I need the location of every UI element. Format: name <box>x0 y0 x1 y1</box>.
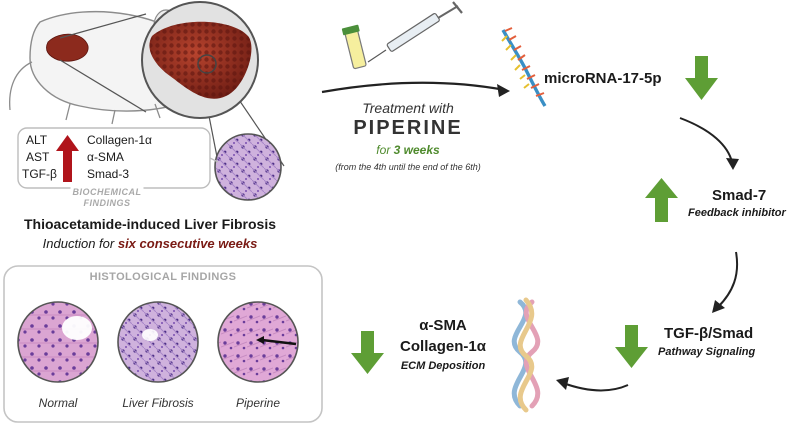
treatment-line1: Treatment with <box>362 100 454 116</box>
histology-label-fibrosis: Liver Fibrosis <box>122 396 194 410</box>
liver-magnified <box>141 1 259 119</box>
duration-prefix: for <box>376 143 394 157</box>
duration-emphasis: 3 weeks <box>393 143 440 157</box>
induction-prefix: Induction for <box>42 236 118 251</box>
treatment-drug: PIPERINE <box>353 117 463 139</box>
induction-emphasis: six consecutive weeks <box>117 236 258 251</box>
histology-normal-image <box>17 301 99 383</box>
histology-label-piperine: Piperine <box>235 396 281 410</box>
smad7-increase-arrow <box>645 178 678 222</box>
histology-title: HISTOLOGICAL FINDINGS <box>83 271 243 283</box>
treatment-arrow <box>321 81 506 94</box>
asma-label: α-SMA <box>419 317 467 334</box>
biochemical-label-2: FINDINGS <box>83 198 131 208</box>
model-induction: Induction for six consecutive weeks <box>43 236 258 251</box>
syringe-icon <box>367 1 463 63</box>
marker-alt: ALT <box>26 133 48 147</box>
biochemical-connector <box>209 157 219 163</box>
asma-decrease-arrow <box>351 331 384 374</box>
piperine-vial-icon <box>341 24 367 70</box>
histology-box <box>3 265 323 423</box>
marker-ast: AST <box>26 150 50 164</box>
pathway-arrow-1 <box>679 117 733 163</box>
histology-closeup <box>214 133 282 201</box>
histology-pointer <box>261 338 297 346</box>
ecm-label: ECM Deposition <box>400 360 486 372</box>
collagen-helix-icon <box>511 297 541 413</box>
mirna-label: microRNA-17-5p <box>544 70 662 87</box>
smad7-label: Smad-7 <box>712 187 767 204</box>
treatment-window: (from the 4th until the end of the 6th) <box>335 162 481 172</box>
biochemical-label-1: BIOCHEMICAL <box>70 187 144 197</box>
marker-tgf-beta: TGF-β <box>22 167 57 181</box>
pathway-arrow-2 <box>717 251 738 308</box>
mirna-decrease-arrow <box>685 56 718 100</box>
histology-label-normal: Normal <box>38 396 78 410</box>
marker-collagen: Collagen-1α <box>87 133 152 147</box>
smad7-sublabel: Feedback inhibitor <box>688 207 786 219</box>
tgf-label: TGF-β/Smad <box>664 325 754 342</box>
tgf-decrease-arrow <box>615 325 648 368</box>
collagen-label: Collagen-1α <box>400 338 486 355</box>
treatment-duration: for 3 weeks <box>376 143 439 157</box>
model-title: Thioacetamide-induced Liver Fibrosis <box>23 216 277 232</box>
microrna-strand-icon <box>501 27 547 107</box>
pathway-arrow-3 <box>562 382 629 392</box>
tgf-sublabel: Pathway Signaling <box>658 346 756 358</box>
marker-asma: α-SMA <box>87 150 124 164</box>
increase-arrow <box>56 135 79 182</box>
histology-fibrosis-image <box>117 301 199 383</box>
marker-smad3: Smad-3 <box>87 167 130 181</box>
histology-piperine-image <box>217 301 299 383</box>
